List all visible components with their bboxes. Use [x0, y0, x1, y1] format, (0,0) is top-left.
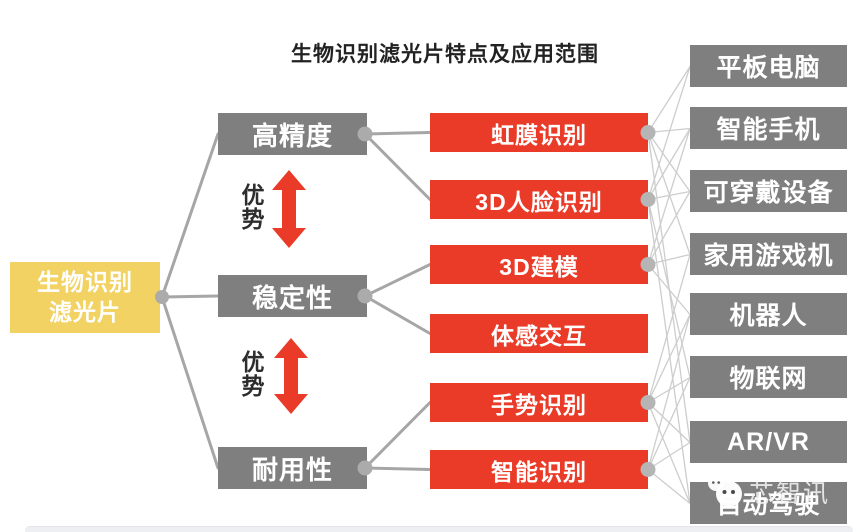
advantage-label: 优势: [241, 349, 265, 399]
connector-line: [647, 190, 691, 266]
watermark-text: 芯智讯: [749, 480, 831, 508]
connector-line: [647, 468, 691, 505]
connector-line: [647, 313, 691, 471]
tech-node-smart-recognition: 智能识别: [430, 450, 648, 489]
feature-node-durability: 耐用性: [218, 447, 367, 489]
connector-line: [647, 198, 691, 505]
connector-line: [647, 127, 691, 201]
feature-node-precision: 高精度: [218, 113, 367, 155]
connector-line: [160, 294, 220, 299]
tech-node-motion-sensing: 体感交互: [430, 314, 648, 353]
feature-node-stability: 稳定性: [218, 275, 367, 317]
connector-line: [647, 131, 691, 193]
connector-line: [647, 376, 691, 471]
connector-line: [647, 253, 691, 266]
app-node-smartphone: 智能手机: [690, 107, 847, 149]
connector-line: [647, 131, 691, 256]
chat-face-icon: [708, 475, 742, 507]
connector-line: [647, 313, 691, 404]
tech-node-3d-face: 3D人脸识别: [430, 180, 648, 219]
connector-line: [363, 131, 432, 136]
app-node-iot: 物联网: [690, 356, 847, 398]
root-node: 生物识别 滤光片: [10, 262, 160, 333]
connector-line: [363, 294, 432, 335]
advantage-label: 优势: [241, 182, 265, 232]
connector-line: [363, 263, 432, 298]
connector-line: [160, 132, 220, 299]
connector-line: [647, 127, 691, 266]
connector-line: [647, 65, 691, 134]
connector-line: [647, 65, 691, 201]
tech-node-iris: 虹膜识别: [430, 113, 648, 152]
watermark: 芯智讯: [702, 472, 830, 512]
diagram-title: 生物识别滤光片特点及应用范围: [291, 43, 599, 66]
bottom-bar: [25, 526, 853, 532]
tech-node-3d-modeling: 3D建模: [430, 245, 648, 284]
connector-line: [363, 132, 432, 201]
app-node-wearable: 可穿戴设备: [690, 170, 847, 212]
connector-line: [363, 466, 432, 471]
app-node-game-console: 家用游戏机: [690, 233, 847, 275]
app-node-ar-vr: AR/VR: [690, 421, 847, 463]
connector-line: [647, 401, 691, 505]
connector-line: [647, 263, 691, 316]
tech-node-gesture: 手势识别: [430, 383, 648, 422]
app-node-robot: 机器人: [690, 293, 847, 335]
connector-line: [647, 253, 691, 404]
connector-line: [160, 295, 220, 470]
app-node-tablet: 平板电脑: [690, 45, 847, 87]
connector-line: [363, 401, 432, 470]
